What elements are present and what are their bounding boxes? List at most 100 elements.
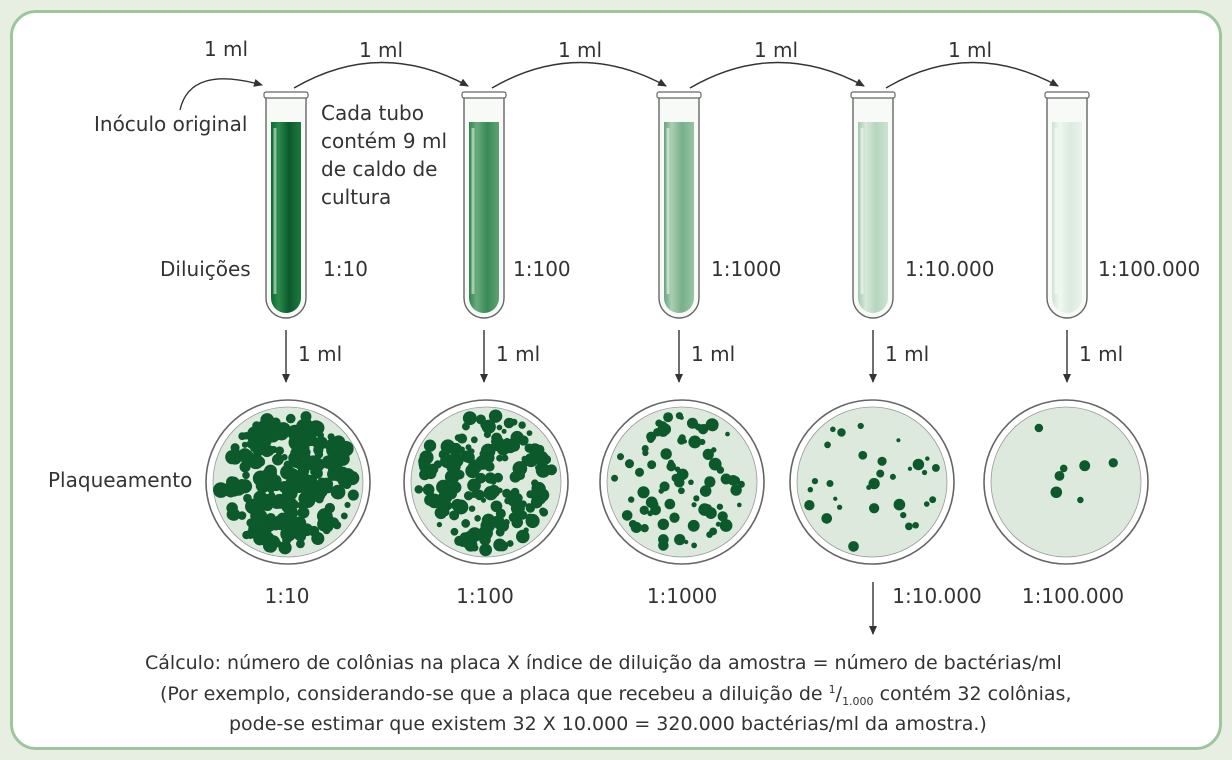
colony	[896, 438, 901, 443]
colony	[501, 428, 507, 434]
colony	[296, 539, 305, 549]
colony	[804, 500, 815, 511]
colony	[247, 504, 255, 512]
arrow-inoculum-to-tube-1	[179, 78, 263, 111]
colony	[242, 471, 250, 480]
colony	[616, 453, 625, 461]
colony	[1059, 464, 1068, 473]
colony	[900, 512, 907, 519]
colony	[641, 445, 649, 452]
colony	[912, 521, 919, 529]
tube-rim	[1044, 91, 1090, 99]
colony	[226, 508, 239, 521]
dilutions-label: Diluições	[160, 257, 251, 281]
colony	[272, 523, 280, 531]
colony	[658, 488, 664, 494]
colony	[667, 459, 675, 466]
colony	[807, 486, 814, 493]
colony	[283, 497, 298, 512]
colony	[459, 540, 466, 548]
tube-dilution-label: 1:10	[323, 257, 368, 281]
tube-note-line: de caldo de	[321, 157, 437, 181]
colony	[274, 425, 289, 441]
colony	[463, 491, 474, 501]
colony	[446, 455, 453, 462]
petri-plate	[403, 399, 569, 565]
colony	[694, 423, 702, 431]
colony	[480, 420, 489, 430]
colony	[512, 517, 524, 528]
colony	[467, 527, 482, 542]
colony	[302, 457, 315, 470]
fraction-denominator: 1.000	[842, 695, 874, 708]
colony	[334, 442, 349, 458]
colony	[519, 500, 527, 508]
colony	[246, 518, 256, 528]
colony	[663, 412, 674, 423]
tube-dilution-label: 1:100	[513, 257, 571, 281]
colony	[836, 504, 843, 510]
colony	[915, 460, 922, 467]
colony	[516, 529, 530, 544]
colony	[450, 527, 459, 536]
tube-rim	[656, 91, 702, 99]
colony	[699, 485, 712, 497]
colony	[687, 519, 700, 532]
colony	[270, 417, 281, 428]
colony	[449, 453, 464, 468]
colony	[445, 487, 458, 500]
colony	[243, 493, 252, 503]
colony	[669, 512, 680, 523]
colony	[611, 474, 619, 482]
colony	[868, 503, 880, 514]
colony	[475, 475, 482, 482]
colony	[637, 486, 650, 499]
colony	[639, 505, 649, 515]
colony	[837, 428, 846, 437]
colony	[302, 451, 311, 460]
colony	[531, 479, 539, 487]
colony	[539, 508, 549, 517]
colony	[907, 466, 913, 471]
colony	[260, 529, 268, 536]
colony	[479, 543, 493, 557]
tube-liquid	[1052, 122, 1082, 313]
colony	[423, 439, 437, 452]
colony	[674, 533, 686, 546]
tube-liquid	[271, 122, 301, 313]
colony	[493, 538, 507, 552]
colony	[304, 433, 318, 447]
colony	[677, 487, 685, 495]
colony	[340, 512, 348, 520]
tube-liquid	[469, 122, 499, 313]
colony	[300, 487, 309, 496]
test-tubes	[263, 91, 1090, 319]
colony	[471, 544, 479, 552]
colony	[717, 511, 728, 522]
petri-plates	[205, 399, 1149, 565]
colony	[537, 485, 543, 491]
colony	[310, 421, 325, 435]
colony	[320, 478, 332, 490]
colony	[826, 479, 834, 488]
transfer-label-down: 1 ml	[1079, 342, 1123, 366]
colony	[291, 524, 301, 533]
transfer-label-top: 1 ml	[359, 38, 403, 62]
colony	[470, 436, 478, 444]
transfer-label-top: 1 ml	[754, 38, 798, 62]
colony	[811, 478, 819, 485]
transfer-arrows-down	[282, 330, 1071, 635]
colony	[267, 487, 275, 494]
colony	[708, 457, 722, 471]
colony	[876, 469, 885, 478]
transfer-label-top: 1 ml	[558, 38, 602, 62]
colony	[345, 471, 360, 486]
colony	[691, 542, 697, 549]
colony	[518, 421, 526, 429]
colony	[301, 418, 313, 429]
colony	[647, 460, 657, 470]
colony	[308, 480, 317, 489]
tube-note-line: contém 9 ml	[321, 129, 447, 153]
colony	[688, 435, 702, 449]
